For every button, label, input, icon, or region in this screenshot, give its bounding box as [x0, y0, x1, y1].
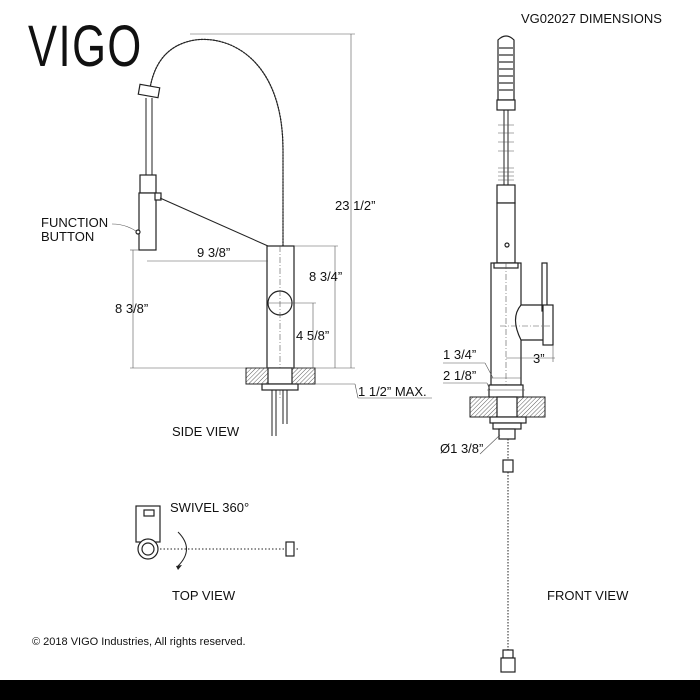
top-view-drawing [135, 505, 298, 570]
dim-handle-height: 4 5/8” [296, 328, 329, 343]
side-view-drawing [111, 33, 432, 436]
function-button-label-line1: FUNCTION [41, 215, 108, 230]
dim-spout-height: 8 3/4” [309, 269, 342, 284]
front-view-label: FRONT VIEW [547, 588, 629, 603]
dim-deck-thickness: 1 1/2” MAX. [358, 384, 427, 399]
dim-reach: 9 3/8” [197, 245, 230, 260]
side-view-label: SIDE VIEW [172, 424, 240, 439]
dim-base-width: 2 1/8” [443, 368, 476, 383]
vigo-logo: VIGO [28, 14, 143, 78]
copyright: © 2018 VIGO Industries, All rights reser… [32, 636, 246, 648]
dim-handle-reach: 3” [533, 351, 545, 366]
dim-hole-diameter: Ø1 3/8” [440, 441, 483, 456]
footer-bar [0, 680, 700, 700]
dim-sprayer-height: 8 3/8” [115, 301, 148, 316]
dim-body-width: 1 3/4” [443, 347, 476, 362]
top-view-label: TOP VIEW [172, 588, 236, 603]
swivel-label: SWIVEL 360° [170, 500, 249, 515]
dim-total-height: 23 1/2” [335, 198, 375, 213]
function-button-label-line2: BUTTON [41, 229, 94, 244]
front-view-drawing [443, 35, 555, 673]
page-title: VG02027 DIMENSIONS [521, 11, 662, 26]
